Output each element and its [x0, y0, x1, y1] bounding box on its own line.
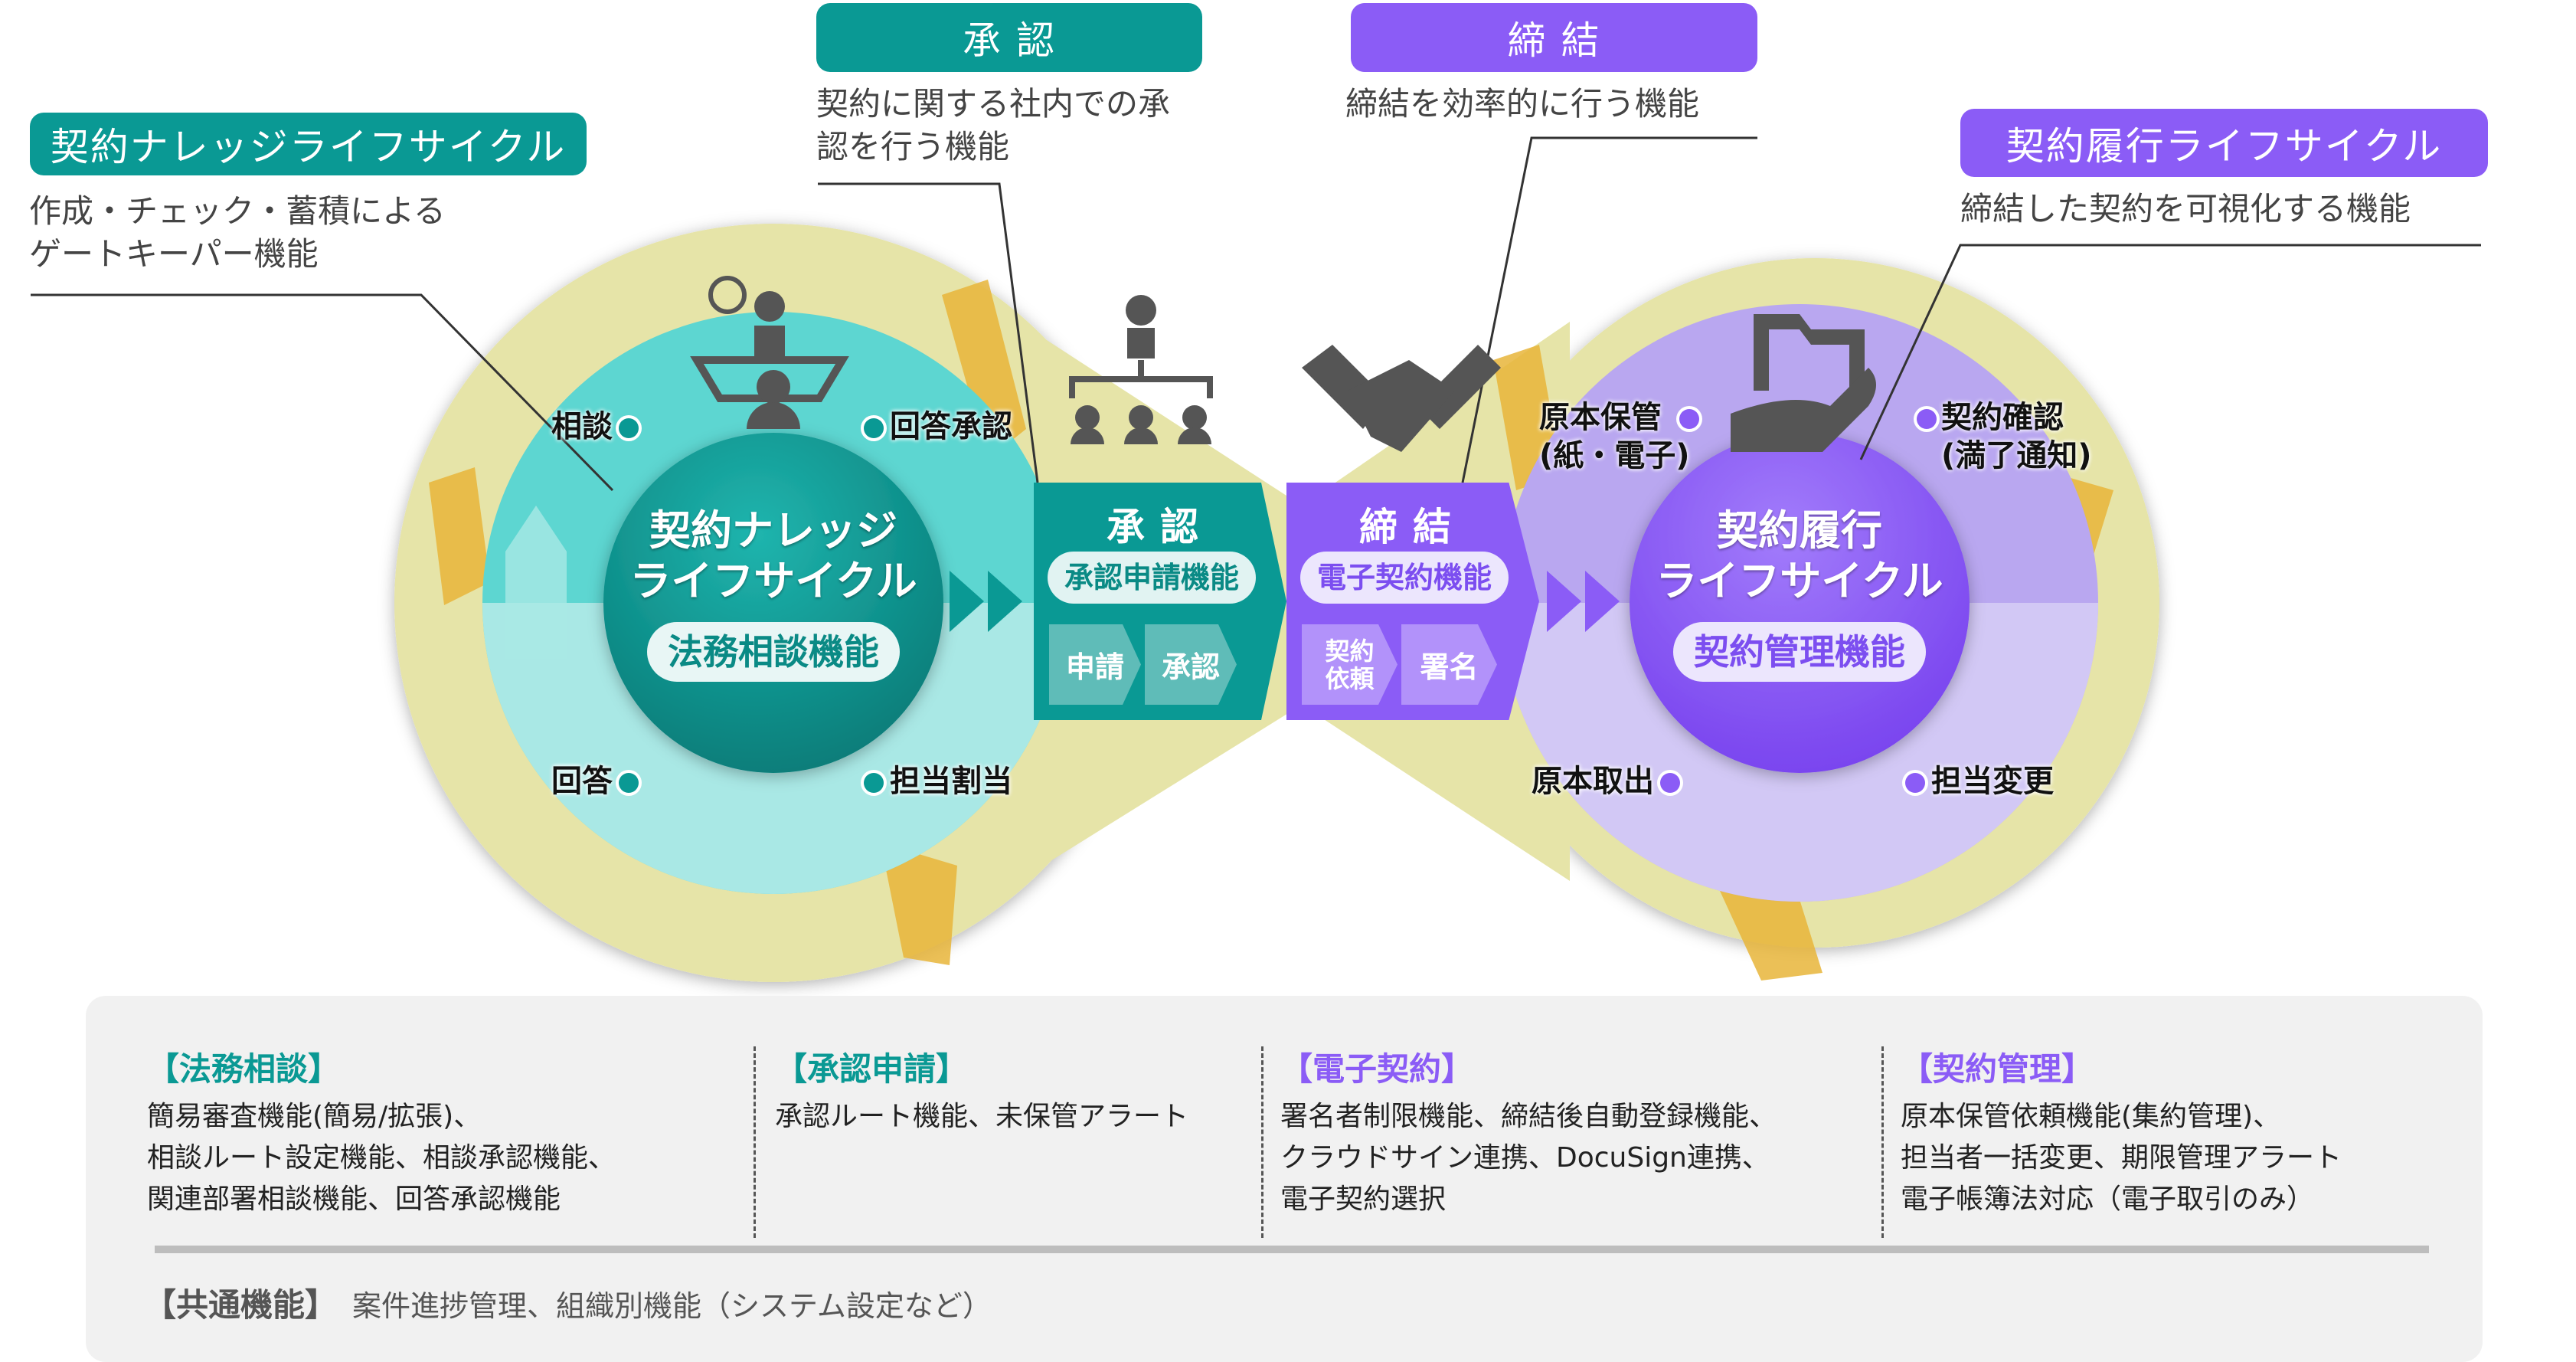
node-dot: [619, 418, 639, 438]
panel-column-econtract: 【電子契約】 署名者制限機能、締結後自動登録機能、 クラウドサイン連携、Docu…: [1280, 1043, 1777, 1220]
node-dot: [864, 773, 884, 793]
step-contract-request: 契約 依頼: [1302, 624, 1398, 705]
approval-stage: 承認 承認申請機能 申請 承認: [1034, 483, 1286, 720]
legal-consultation-pill: 法務相談機能: [647, 622, 900, 682]
e-contract-pill: 電子契約機能: [1300, 552, 1509, 604]
step-sign: 署名: [1401, 624, 1497, 705]
panel-column-legal: 【法務相談】 簡易審査機能(簡易/拡張)、 相談ルート設定機能、相談承認機能、 …: [147, 1043, 616, 1220]
common-features-text: 案件進捗管理、組織別機能（システム設定など）: [352, 1289, 992, 1323]
lifecycle-diagram: [31, 136, 2481, 982]
knowledge-lifecycle-desc: 作成・チェック・蓄積による ゲートキーパー機能: [29, 192, 446, 273]
execution-lifecycle-label: 契約履行ライフサイクル: [1960, 109, 2488, 177]
execution-core: [1630, 433, 1970, 773]
panel-column-title: 【電子契約】: [1280, 1050, 1474, 1088]
panel-column-title: 【法務相談】: [147, 1050, 341, 1088]
signing-stage-title: 締結: [1359, 505, 1466, 549]
handshake-icon: [1302, 345, 1501, 452]
execution-core-title: 契約履行 ライフサイクル: [1656, 506, 1943, 605]
column-divider: [1261, 1046, 1263, 1238]
step-request: 申請: [1049, 624, 1141, 705]
signing-label: 締 結: [1351, 3, 1757, 72]
approval-label: 承 認: [816, 3, 1202, 72]
approval-request-pill: 承認申請機能: [1048, 552, 1256, 604]
step-approve: 承認: [1145, 624, 1237, 705]
leader-lines: [31, 136, 2481, 492]
panel-column-body: 承認ルート機能、未保管アラート: [775, 1101, 1189, 1132]
node-dot: [1660, 773, 1680, 793]
contract-management-pill: 契約管理機能: [1673, 622, 1926, 682]
panel-divider: [155, 1246, 2429, 1253]
signing-desc: 締結を効率的に行う機能: [1345, 85, 1700, 123]
org-chart-icon: [1069, 295, 1213, 444]
common-features-label: 【共通機能】: [144, 1286, 338, 1324]
folder-hand-icon: [1731, 314, 1876, 452]
panel-column-title: 【契約管理】: [1901, 1050, 2094, 1088]
node-assignment: 担当割当: [858, 762, 1012, 801]
node-original-storage: 原本保管 (紙・電子): [1539, 400, 1690, 473]
node-original-retrieval: 原本取出: [1532, 762, 1686, 801]
knowledge-core-title: 契約ナレッジ ライフサイクル: [629, 506, 917, 605]
node-dot: [1917, 409, 1937, 429]
flow-arrows-right: [1547, 571, 1620, 632]
approval-desc: 契約に関する社内での承 認を行う機能: [816, 85, 1171, 165]
panel-column-body: 原本保管依頼機能(集約管理)、 担当者一括変更、期限管理アラート 電子帳簿法対応…: [1901, 1101, 2342, 1215]
node-consultation: 相談: [551, 408, 645, 446]
node-answer: 回答: [551, 762, 645, 801]
panel-column-body: 簡易審査機能(簡易/拡張)、 相談ルート設定機能、相談承認機能、 関連部署相談機…: [147, 1101, 616, 1215]
execution-lifecycle-desc: 締結した契約を可視化する機能: [1960, 190, 2411, 228]
consultation-icon: [690, 276, 849, 429]
knowledge-lifecycle-label: 契約ナレッジライフサイクル: [30, 113, 587, 175]
column-divider: [754, 1046, 756, 1238]
panel-column-body: 署名者制限機能、締結後自動登録機能、 クラウドサイン連携、DocuSign連携、…: [1280, 1101, 1777, 1215]
flow-arrows-left: [950, 571, 1022, 632]
column-divider: [1881, 1046, 1884, 1238]
node-dot: [619, 773, 639, 793]
node-dot: [864, 418, 884, 438]
node-answer-approval: 回答承認: [858, 408, 1012, 446]
node-dot: [1905, 773, 1925, 793]
node-contract-check: 契約確認 (満了通知): [1941, 400, 2092, 473]
knowledge-core: [603, 433, 943, 773]
node-dot: [1679, 409, 1699, 429]
panel-column-title: 【承認申請】: [775, 1050, 969, 1088]
signing-stage: 締結 電子契約機能 契約 依頼 署名: [1286, 483, 1539, 720]
panel-column-management: 【契約管理】 原本保管依頼機能(集約管理)、 担当者一括変更、期限管理アラート …: [1901, 1043, 2342, 1220]
common-features: 【共通機能】案件進捗管理、組織別機能（システム設定など）: [144, 1279, 992, 1326]
feature-panel: 【法務相談】 簡易審査機能(簡易/拡張)、 相談ルート設定機能、相談承認機能、 …: [86, 996, 2483, 1362]
approval-stage-title: 承認: [1107, 505, 1214, 549]
panel-column-approval: 【承認申請】 承認ルート機能、未保管アラート: [775, 1043, 1188, 1138]
node-assignee-change: 担当変更: [1899, 762, 2054, 801]
